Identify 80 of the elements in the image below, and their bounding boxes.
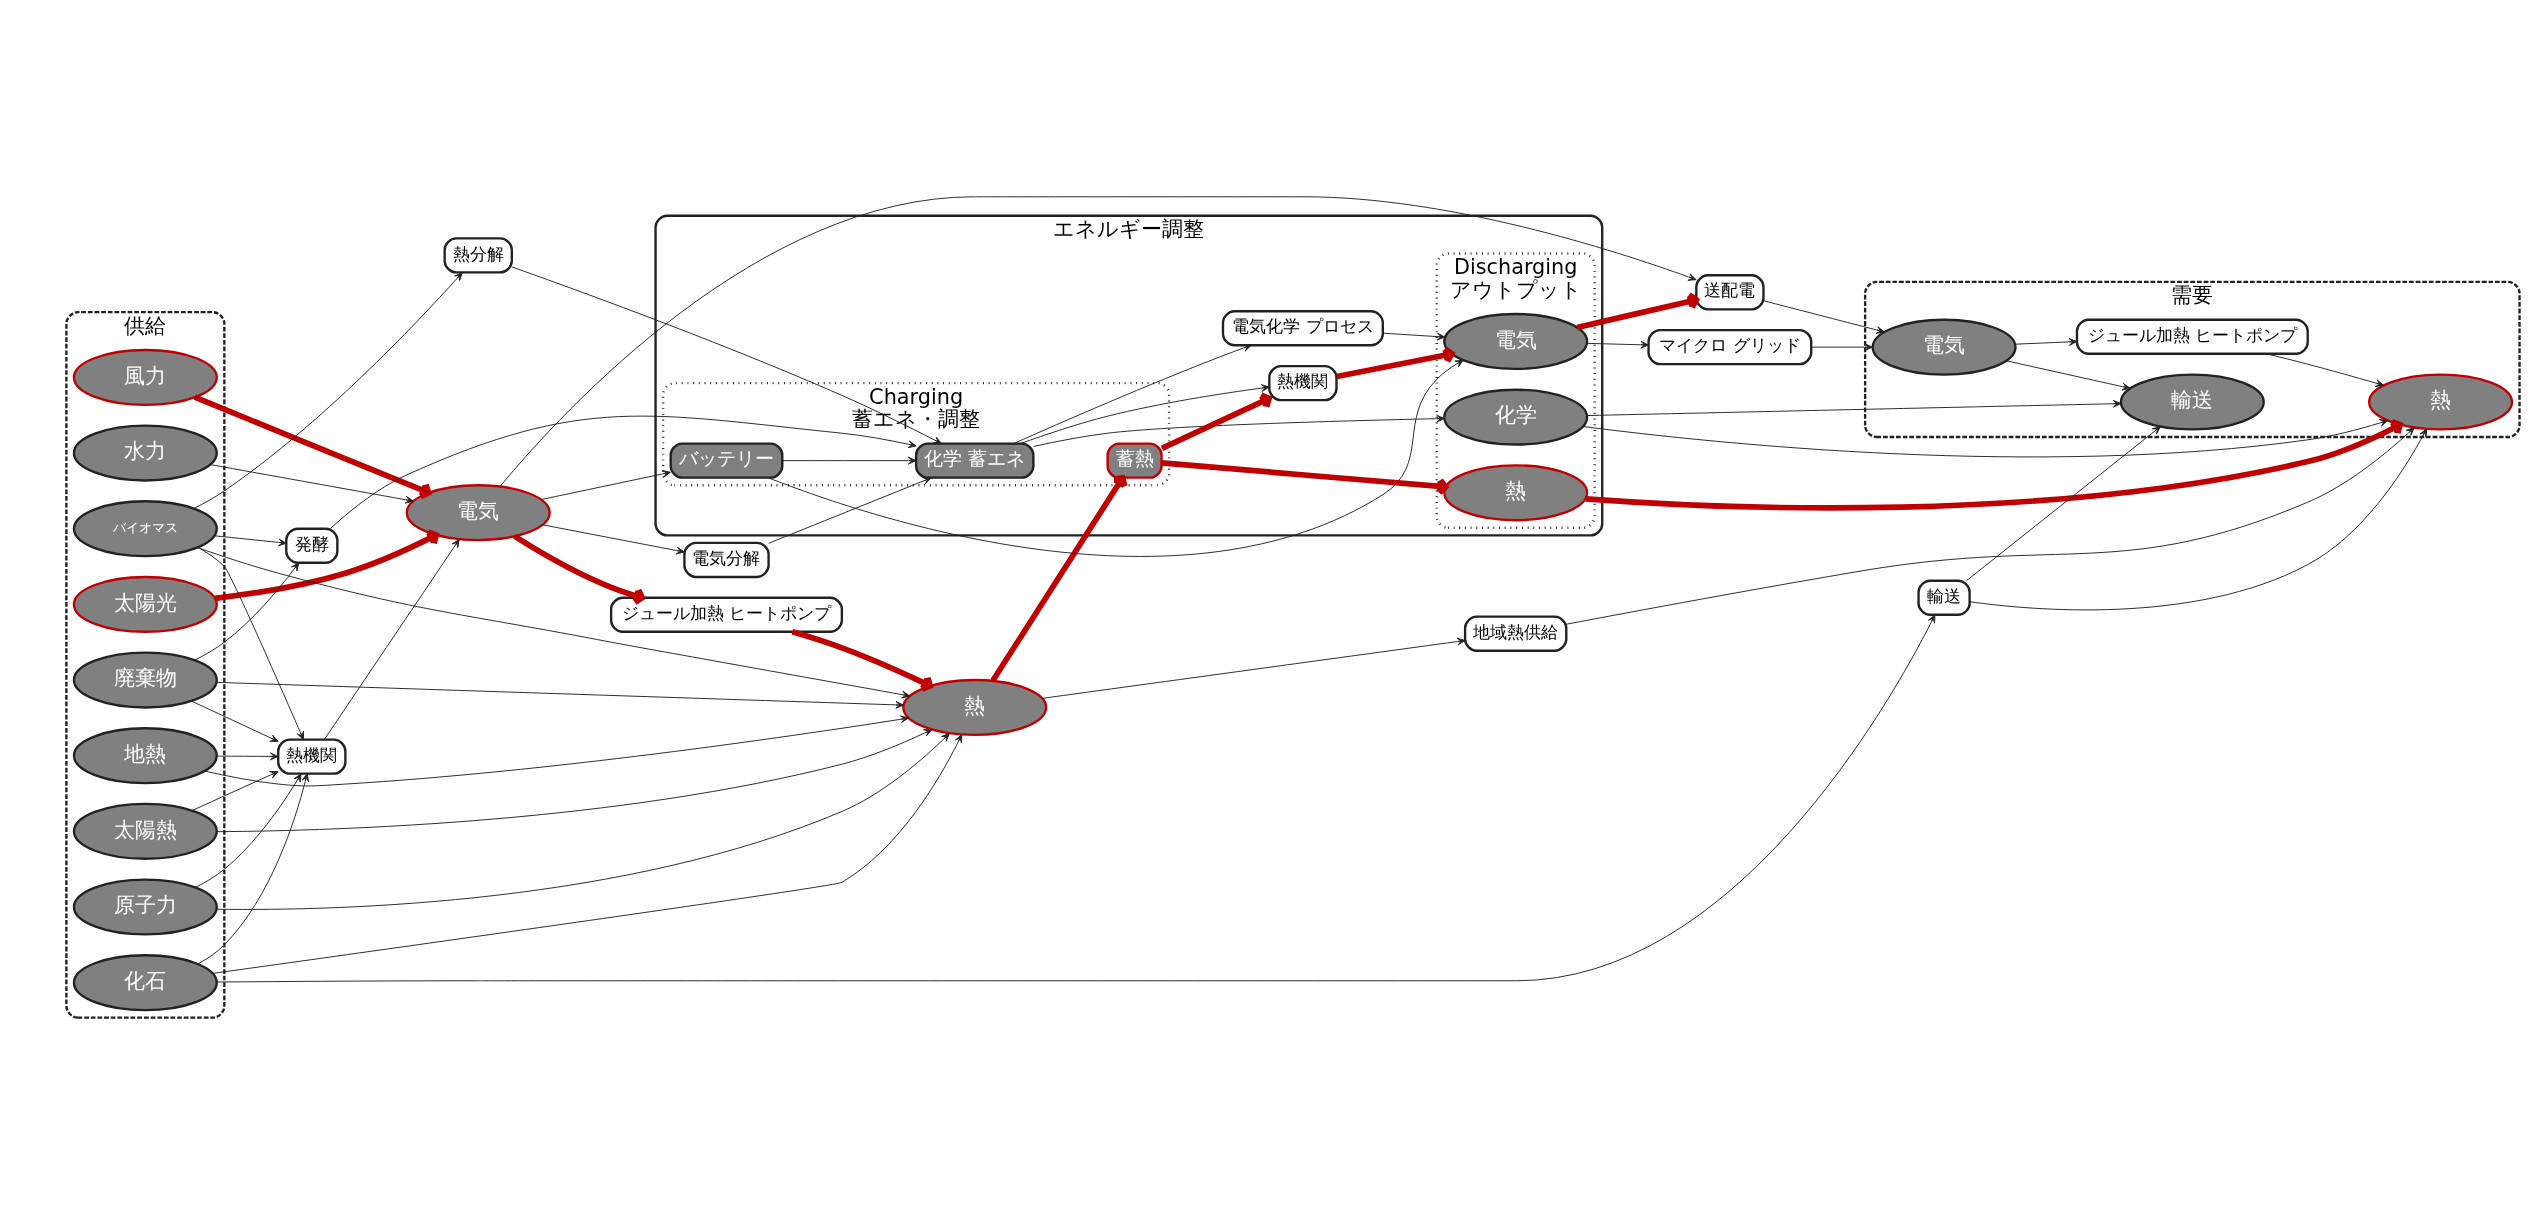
node-box: 蓄熱 xyxy=(1106,441,1163,479)
arrow xyxy=(2005,359,2131,390)
arrow xyxy=(194,561,300,660)
arrow xyxy=(1586,340,1649,349)
node-ellipse: バイオマス xyxy=(72,499,218,557)
arrow xyxy=(191,770,279,811)
node-ellipse: 電気 xyxy=(1871,318,2017,376)
arrow xyxy=(2014,337,2078,346)
arrow xyxy=(1160,391,1272,451)
arrow xyxy=(540,469,671,500)
node-box: 化学 蓄エネ xyxy=(914,441,1035,479)
arrow xyxy=(1810,342,1873,351)
arrow xyxy=(216,614,1936,982)
node-ellipse: 太陽熱 xyxy=(72,802,218,860)
arrow xyxy=(216,752,279,760)
arrow xyxy=(1013,343,1252,444)
node-ellipse: 化学 xyxy=(1443,388,1589,446)
arrow xyxy=(197,546,911,698)
arrow xyxy=(513,533,646,605)
node-ellipse: 原子力 xyxy=(72,877,218,936)
node-ellipse: 熱 xyxy=(1443,463,1589,521)
arrow xyxy=(1382,332,1446,340)
arrow xyxy=(216,728,933,832)
node-ellipse: 太陽光 xyxy=(72,575,218,633)
node-box: 熱機関 xyxy=(1268,364,1338,401)
node-ellipse: 熱 xyxy=(2368,372,2514,431)
arrow xyxy=(1566,426,2415,625)
arrow xyxy=(511,265,942,444)
node-box: ジュール加熱 ヒートポンプ xyxy=(2075,318,2309,355)
node-ellipse: 廃棄物 xyxy=(72,650,218,709)
arrow xyxy=(1763,299,1885,334)
arrow xyxy=(1033,414,1445,447)
node-box: 電気化学 プロセス xyxy=(1221,309,1384,346)
node-box: 熱分解 xyxy=(443,236,513,274)
arrow xyxy=(210,463,414,504)
node-box: 地域熱供給 xyxy=(1463,615,1568,652)
node-box: 送配電 xyxy=(1695,273,1765,310)
arrow xyxy=(781,456,917,464)
arrow xyxy=(213,534,287,546)
arrow xyxy=(329,415,917,529)
node-ellipse: 地熱 xyxy=(72,726,218,784)
arrow xyxy=(2266,352,2385,387)
node-ellipse: 化石 xyxy=(72,953,218,1011)
arrow xyxy=(193,394,432,499)
node-box: 発酵 xyxy=(285,527,339,564)
arrow xyxy=(1582,418,2389,457)
arrow xyxy=(191,700,279,742)
arrow xyxy=(197,546,304,740)
node-box: 熱機関 xyxy=(277,737,347,775)
node-box: 電気分解 xyxy=(683,541,770,578)
arrow xyxy=(195,772,302,888)
arrow xyxy=(1161,459,1449,496)
arrow xyxy=(1041,637,1466,699)
arrow xyxy=(767,359,1464,557)
arrow xyxy=(1336,345,1455,379)
node-box: 輸送 xyxy=(1917,579,1971,616)
arrow xyxy=(197,772,310,964)
arrow xyxy=(791,628,933,692)
arrow xyxy=(323,538,460,740)
arrow xyxy=(1576,291,1700,330)
arrow xyxy=(990,474,1128,682)
arrow xyxy=(541,523,685,554)
node-box: マイクロ グリッド xyxy=(1647,328,1813,365)
node-ellipse: 水力 xyxy=(72,423,218,482)
arrow xyxy=(204,714,909,786)
arrow xyxy=(1020,383,1270,444)
node-ellipse: 風力 xyxy=(72,348,218,406)
arrow xyxy=(499,195,1697,487)
arrow xyxy=(214,528,440,601)
arrow xyxy=(216,732,950,910)
arrow xyxy=(1969,428,2428,610)
node-box: ジュール加熱 ヒートポンプ xyxy=(609,596,844,633)
arrow xyxy=(1966,425,2161,581)
arrow xyxy=(1585,418,2403,511)
arrow xyxy=(216,681,904,709)
arrow xyxy=(193,271,463,509)
arrow xyxy=(212,733,963,974)
arrow xyxy=(1586,399,2122,416)
arrow xyxy=(768,476,932,544)
node-box: バッテリー xyxy=(669,441,784,479)
